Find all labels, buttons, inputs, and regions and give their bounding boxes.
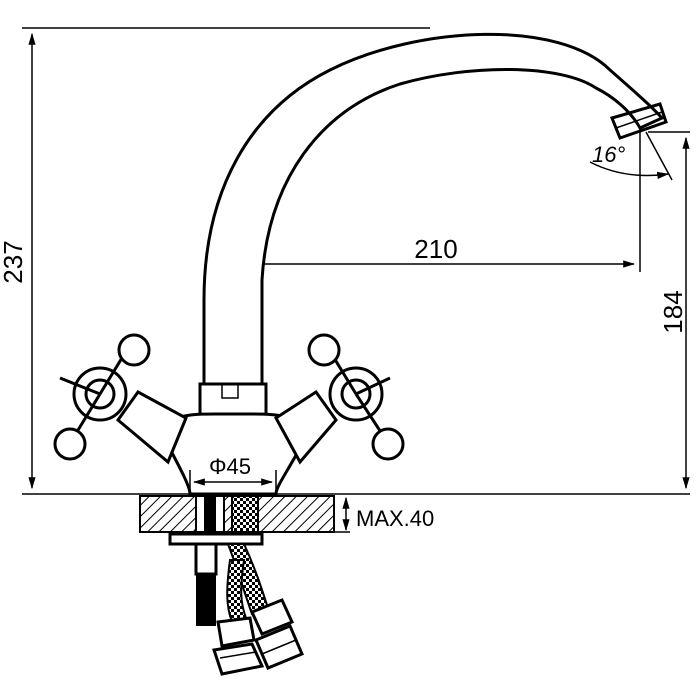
faucet-spout xyxy=(198,32,668,418)
mounting-section xyxy=(139,495,335,546)
dimension-total-height: 237 xyxy=(0,27,690,495)
hose-nuts xyxy=(212,598,304,676)
left-handle xyxy=(53,333,188,465)
dimension-base-diameter: Φ45 xyxy=(189,454,277,494)
right-handle xyxy=(274,333,405,465)
reach-label: 210 xyxy=(414,234,457,264)
dimension-max-thickness: MAX.40 xyxy=(334,496,434,533)
total-height-label: 237 xyxy=(0,240,28,283)
max-thickness-label: MAX.40 xyxy=(356,506,434,531)
spout-angle-label: 16° xyxy=(592,142,625,167)
base-diameter-label: Φ45 xyxy=(209,454,251,479)
supply-hoses xyxy=(194,542,270,626)
dimension-spout-height: 184 xyxy=(648,131,690,490)
spout-height-label: 184 xyxy=(658,290,688,333)
dimension-spout-angle: 16° xyxy=(589,131,673,181)
